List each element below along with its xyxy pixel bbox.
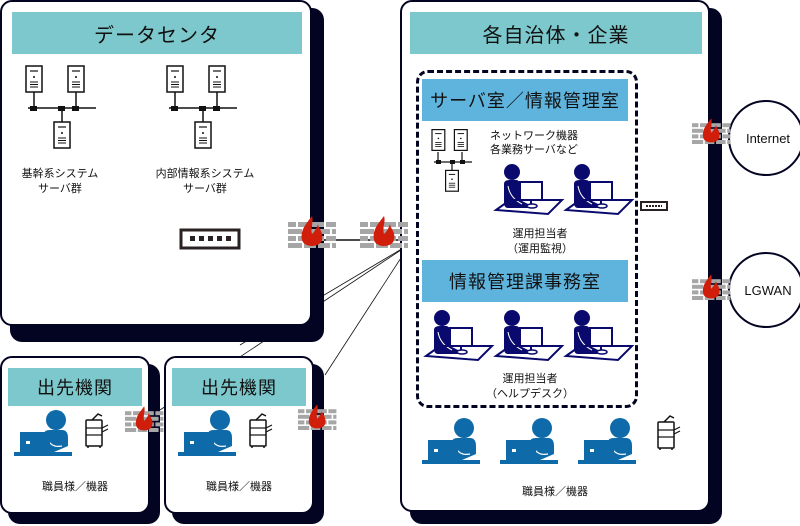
firewall-icon — [298, 404, 337, 430]
firewall-icon — [692, 118, 731, 144]
staff-laptop-icon — [177, 409, 237, 457]
copier-icon — [85, 413, 109, 449]
server-room-title: サーバ室／情報管理室 — [422, 79, 628, 121]
firewall-icon — [360, 216, 408, 248]
operator-helpdesk-icon — [495, 309, 563, 361]
operator-monitoring-icon — [495, 163, 563, 215]
branch-office-1-title: 出先機関 — [8, 368, 142, 406]
monitoring-operators-label: 運用担当者 （運用監視） — [507, 227, 573, 255]
branch-office-1-label: 職員様／機器 — [42, 480, 108, 493]
staff-laptop-icon — [577, 417, 637, 465]
operator-monitoring-icon — [565, 163, 633, 215]
core-servers-icon — [25, 65, 96, 149]
network-switch-icon — [179, 228, 241, 250]
organization-staff-label: 職員様／機器 — [522, 485, 588, 498]
core-servers-label: 基幹系システム サーバ群 — [21, 167, 99, 195]
helpdesk-operators-label: 運用担当者 （ヘルプデスク） — [486, 372, 574, 400]
branch-office-2-title: 出先機関 — [172, 368, 306, 406]
operator-helpdesk-icon — [565, 309, 633, 361]
staff-laptop-icon — [13, 409, 73, 457]
server-room-zone — [416, 70, 638, 408]
staff-laptop-icon — [499, 417, 559, 465]
organization-title: 各自治体・企業 — [410, 12, 702, 54]
copier-icon — [657, 415, 681, 451]
copier-icon — [249, 413, 273, 449]
operator-helpdesk-icon — [425, 309, 493, 361]
internal-servers-label: 内部情報系システム サーバ群 — [155, 167, 255, 195]
internal-servers-icon — [166, 65, 237, 149]
network-equipment-label: ネットワーク機器 各業務サーバなど — [490, 129, 578, 156]
datacenter-title: データセンタ — [12, 12, 302, 54]
lgwan-node: LGWAN — [728, 252, 800, 328]
firewall-icon — [288, 216, 336, 248]
internet-node: Internet — [728, 100, 800, 176]
network-equipment-icon — [431, 129, 472, 192]
info-office-title: 情報管理課事務室 — [422, 260, 628, 302]
branch-office-2-label: 職員様／機器 — [206, 480, 272, 493]
datacenter-panel: データセンタ — [0, 0, 312, 326]
firewall-icon — [125, 406, 164, 432]
staff-laptop-icon — [421, 417, 481, 465]
firewall-icon — [692, 274, 731, 300]
network-switch-icon — [640, 201, 668, 211]
